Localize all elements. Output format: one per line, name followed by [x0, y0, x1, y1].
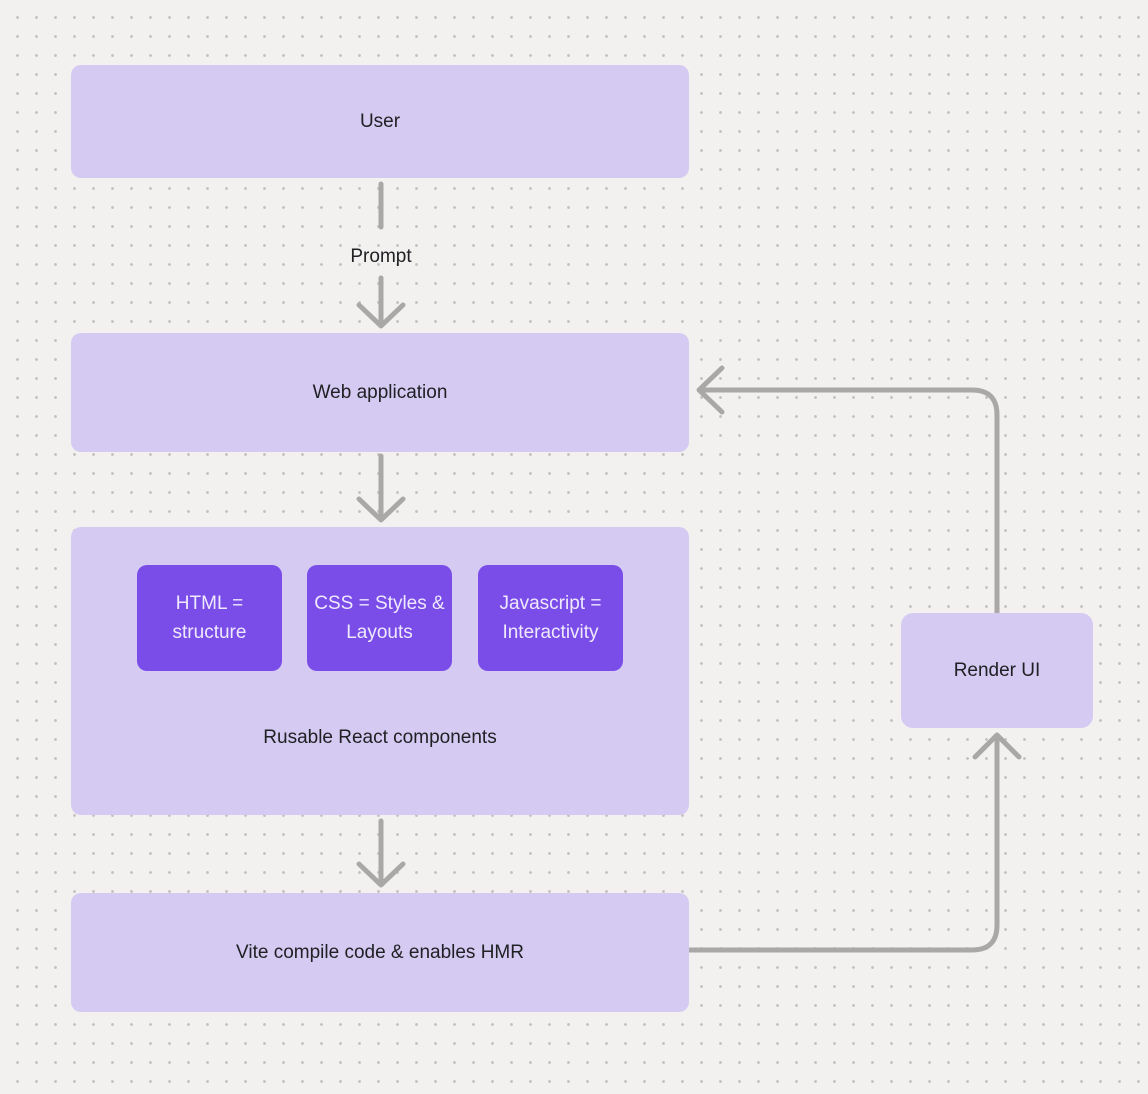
- connector-components-to-vite[interactable]: [356, 818, 406, 888]
- edge-label-prompt[interactable]: Prompt: [350, 246, 412, 267]
- node-css[interactable]: CSS = Styles & Layouts: [307, 565, 452, 671]
- connector-render-ui-to-web[interactable]: [696, 365, 1000, 616]
- arrowhead-down-icon: [356, 861, 406, 888]
- arrowhead-left-icon: [696, 365, 725, 415]
- node-javascript-label: Javascript = Interactivity: [499, 593, 602, 643]
- node-javascript[interactable]: Javascript = Interactivity: [478, 565, 623, 671]
- group-react-components-label: Rusable React components: [263, 727, 497, 748]
- arrowhead-down-icon: [356, 496, 406, 523]
- node-render-ui-label: Render UI: [953, 659, 1041, 681]
- node-html-label: HTML = structure: [172, 593, 247, 643]
- node-web-application-label: Web application: [312, 381, 448, 403]
- node-vite[interactable]: Vite compile code & enables HMR: [71, 893, 689, 1012]
- node-user-label: User: [359, 110, 401, 132]
- node-html[interactable]: HTML = structure: [137, 565, 282, 671]
- arrowhead-down-icon: [356, 302, 406, 329]
- arrowhead-up-icon: [972, 732, 1022, 760]
- node-web-application[interactable]: Web application: [71, 333, 689, 452]
- connector-web-to-components[interactable]: [356, 453, 406, 523]
- node-render-ui[interactable]: Render UI: [901, 613, 1093, 728]
- node-user[interactable]: User: [71, 65, 689, 178]
- connector-vite-to-render-ui[interactable]: [686, 732, 1022, 953]
- node-vite-label: Vite compile code & enables HMR: [236, 941, 524, 963]
- node-css-label: CSS = Styles & Layouts: [314, 593, 445, 643]
- connector-user-to-web[interactable]: [356, 181, 406, 329]
